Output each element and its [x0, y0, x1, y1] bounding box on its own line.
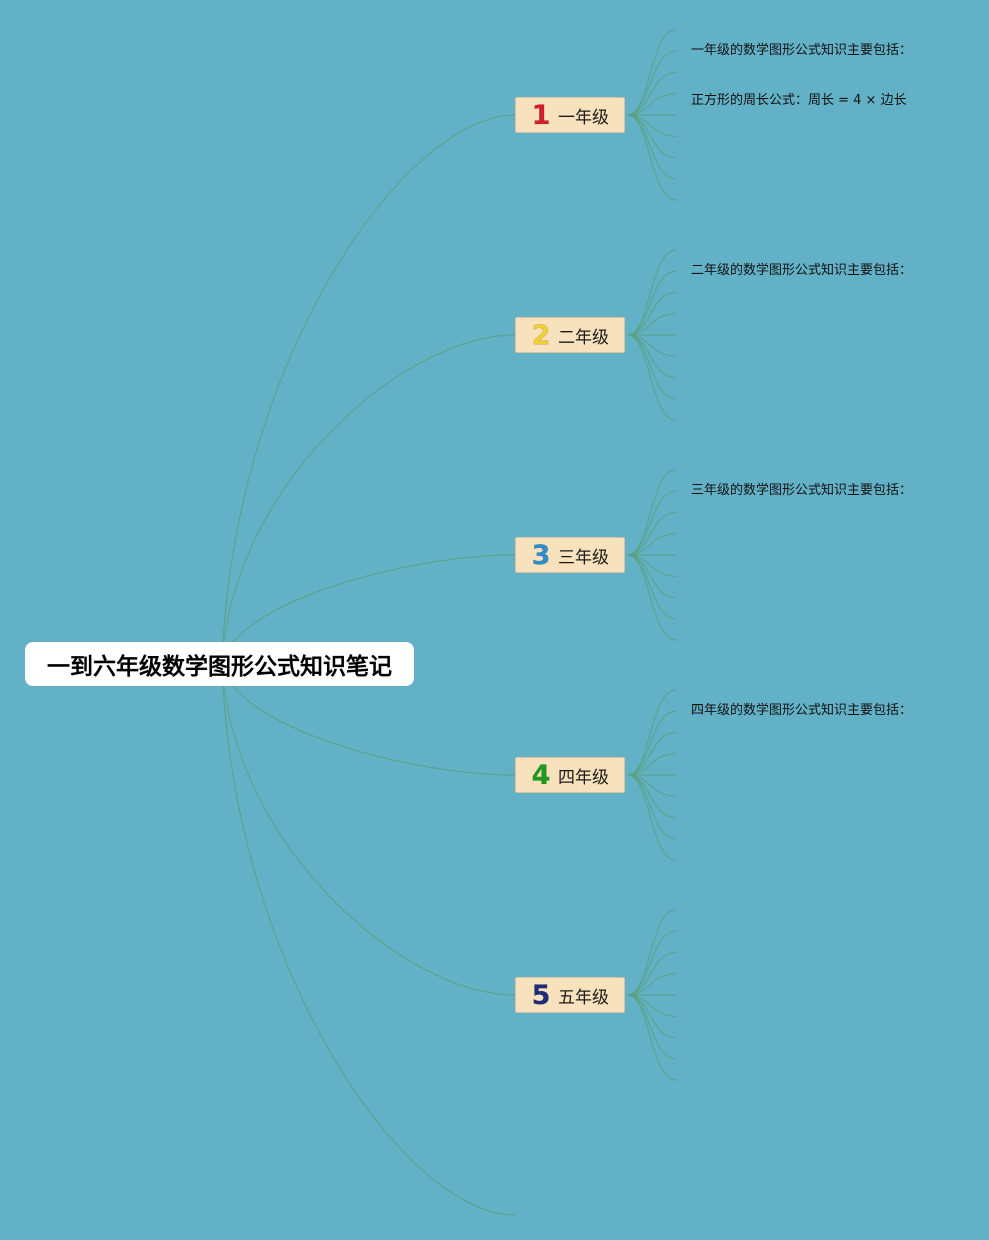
grade-twig — [627, 270, 677, 336]
grade-twig — [627, 292, 677, 336]
grade-twig — [627, 689, 677, 776]
grade-node-4[interactable]: 4 四年级 — [515, 757, 625, 793]
root-branch-6 — [221, 663, 516, 1216]
grade-twig — [627, 114, 677, 158]
grade-number-icon: 4 — [531, 759, 551, 791]
grade-twig — [627, 994, 677, 1060]
grade-twig — [627, 334, 677, 421]
grade-twig — [627, 29, 677, 116]
grade-twig — [627, 774, 677, 818]
grade-node-5[interactable]: 5 五年级 — [515, 977, 625, 1013]
grade-twig — [627, 533, 677, 556]
grade1-intro-note[interactable]: 一年级的数学图形公式知识主要包括： — [691, 43, 913, 58]
grade-twig — [627, 753, 677, 776]
grade-twig — [627, 249, 677, 336]
grade-twig — [627, 952, 677, 996]
root-branch-1 — [221, 114, 516, 665]
grade1-square-perimeter-note[interactable]: 正方形的周长公式：周长 = 4 × 边长 — [691, 93, 907, 108]
grade-label: 二年级 — [558, 327, 609, 348]
grade-twig — [627, 554, 677, 641]
grade-twig — [627, 710, 677, 776]
root-branch-3 — [221, 554, 516, 665]
grade-twig — [627, 774, 677, 861]
grade-number-icon: 1 — [531, 99, 551, 131]
grade-twig — [627, 909, 677, 996]
grade-number-icon: 2 — [531, 319, 551, 351]
grade-twig — [627, 313, 677, 336]
grade3-intro-note[interactable]: 三年级的数学图形公式知识主要包括： — [691, 483, 913, 498]
grade-twig — [627, 114, 677, 201]
root-title: 一到六年级数学图形公式知识笔记 — [47, 654, 392, 680]
grade-node-1[interactable]: 1 一年级 — [515, 97, 625, 133]
grade-node-2[interactable]: 2 二年级 — [515, 317, 625, 353]
grade-label: 三年级 — [558, 547, 609, 568]
grade-twig — [627, 554, 677, 598]
grade-twig — [627, 334, 677, 378]
grade-twig — [627, 732, 677, 776]
grade-twig — [627, 93, 677, 116]
grade-twig — [627, 72, 677, 116]
grade-twig — [627, 554, 677, 620]
grade-label: 五年级 — [558, 987, 609, 1008]
grade-number-icon: 5 — [531, 979, 551, 1011]
grade-twig — [627, 512, 677, 556]
root-branch-2 — [221, 334, 516, 665]
grade-twig — [627, 50, 677, 116]
grade-label: 一年级 — [558, 107, 609, 128]
grade-twig — [627, 469, 677, 556]
grade-twig — [627, 994, 677, 1081]
grade2-intro-note[interactable]: 二年级的数学图形公式知识主要包括： — [691, 263, 913, 278]
grade-twig — [627, 114, 677, 180]
root-branch-5 — [221, 663, 516, 996]
grade-twig — [627, 490, 677, 556]
grade-twig — [627, 334, 677, 400]
grade-label: 四年级 — [558, 767, 609, 788]
grade4-intro-note[interactable]: 四年级的数学图形公式知识主要包括： — [691, 703, 913, 718]
grade-number-icon: 3 — [531, 539, 551, 571]
root-topic[interactable]: 一到六年级数学图形公式知识笔记 — [25, 642, 414, 686]
root-branch-4 — [221, 663, 516, 776]
grade-node-3[interactable]: 3 三年级 — [515, 537, 625, 573]
grade-twig — [627, 994, 677, 1038]
grade-twig — [627, 930, 677, 996]
grade-twig — [627, 774, 677, 840]
grade-twig — [627, 973, 677, 996]
